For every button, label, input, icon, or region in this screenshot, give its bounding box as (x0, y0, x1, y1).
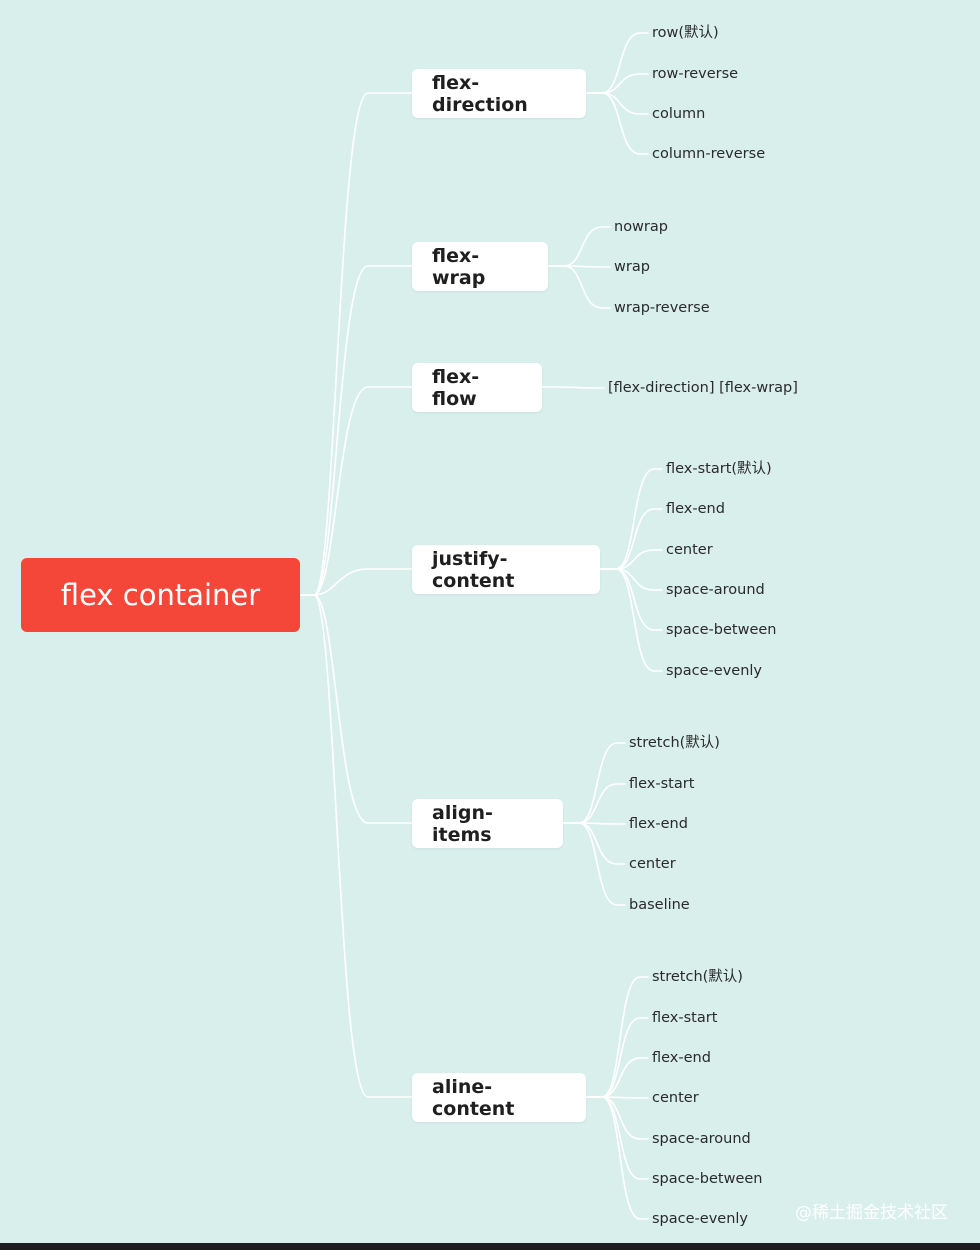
root-label: flex container (60, 578, 261, 612)
branch-align-items[interactable]: align-items (412, 799, 563, 848)
leaf-flex-flow-syntax: [flex-direction] [flex-wrap] (608, 380, 798, 396)
leaf-connector (599, 468, 663, 570)
leaf-flex-end: flex-end (652, 1050, 711, 1066)
leaf-wrap-reverse: wrap-reverse (614, 300, 710, 316)
root-node[interactable]: flex container (21, 558, 300, 632)
leaf-connector (541, 386, 605, 389)
leaf-wrap: wrap (614, 259, 650, 275)
bottom-bar (0, 1243, 980, 1250)
leaf-space-between: space-between (652, 1171, 763, 1187)
branch-justify-content[interactable]: justify-content (412, 545, 600, 594)
branch-label: flex-direction (432, 71, 528, 116)
leaf-connector (547, 226, 611, 267)
branch-label: justify-content (432, 547, 515, 592)
branch-label: flex-flow (432, 365, 480, 410)
leaf-flex-start: flex-start(默认) (666, 461, 772, 477)
branch-flex-flow[interactable]: flex-flow (412, 363, 542, 412)
leaf-row-reverse: row-reverse (652, 66, 739, 82)
leaf-connector (562, 822, 626, 906)
leaf-connector (585, 1096, 649, 1220)
branch-label: align-items (432, 801, 493, 846)
leaf-center: center (666, 542, 713, 558)
branch-connector (299, 594, 413, 1098)
leaf-column-reverse: column-reverse (652, 146, 766, 162)
leaf-baseline: baseline (629, 897, 690, 913)
leaf-connector (599, 568, 663, 672)
leaf-connector (585, 976, 649, 1098)
branch-label: flex-wrap (432, 244, 486, 289)
leaf-space-evenly: space-evenly (666, 663, 762, 679)
branch-flex-direction[interactable]: flex-direction (412, 69, 586, 118)
leaf-connector (599, 549, 663, 570)
leaf-flex-end: flex-end (666, 501, 725, 517)
leaf-connector (547, 265, 611, 309)
leaf-connector (585, 73, 649, 94)
leaf-flex-end: flex-end (629, 816, 688, 832)
leaf-stretch: stretch(默认) (652, 969, 743, 985)
leaf-connector (562, 783, 626, 824)
leaf-connector (585, 92, 649, 155)
leaf-center: center (629, 856, 676, 872)
leaf-connector (585, 32, 649, 94)
watermark: @稀土掘金技术社区 (795, 1203, 948, 1223)
leaf-center: center (652, 1090, 699, 1106)
branch-aline-content[interactable]: aline-content (412, 1073, 586, 1122)
branch-connector (299, 92, 413, 596)
leaf-space-around: space-around (652, 1131, 751, 1147)
leaf-stretch: stretch(默认) (629, 735, 720, 751)
branch-connector (299, 265, 413, 596)
branch-flex-wrap[interactable]: flex-wrap (412, 242, 548, 291)
leaf-column: column (652, 106, 706, 122)
leaf-space-evenly: space-evenly (652, 1211, 748, 1227)
leaf-space-around: space-around (666, 582, 765, 598)
leaf-space-between: space-between (666, 622, 777, 638)
leaf-connector (585, 1057, 649, 1098)
leaf-nowrap: nowrap (614, 219, 668, 235)
branch-connector (299, 386, 413, 596)
leaf-flex-start: flex-start (629, 776, 695, 792)
leaf-connector (562, 822, 626, 865)
branch-connector (299, 594, 413, 824)
leaf-row: row(默认) (652, 25, 719, 41)
branch-label: aline-content (432, 1075, 515, 1120)
leaf-flex-start: flex-start (652, 1010, 718, 1026)
